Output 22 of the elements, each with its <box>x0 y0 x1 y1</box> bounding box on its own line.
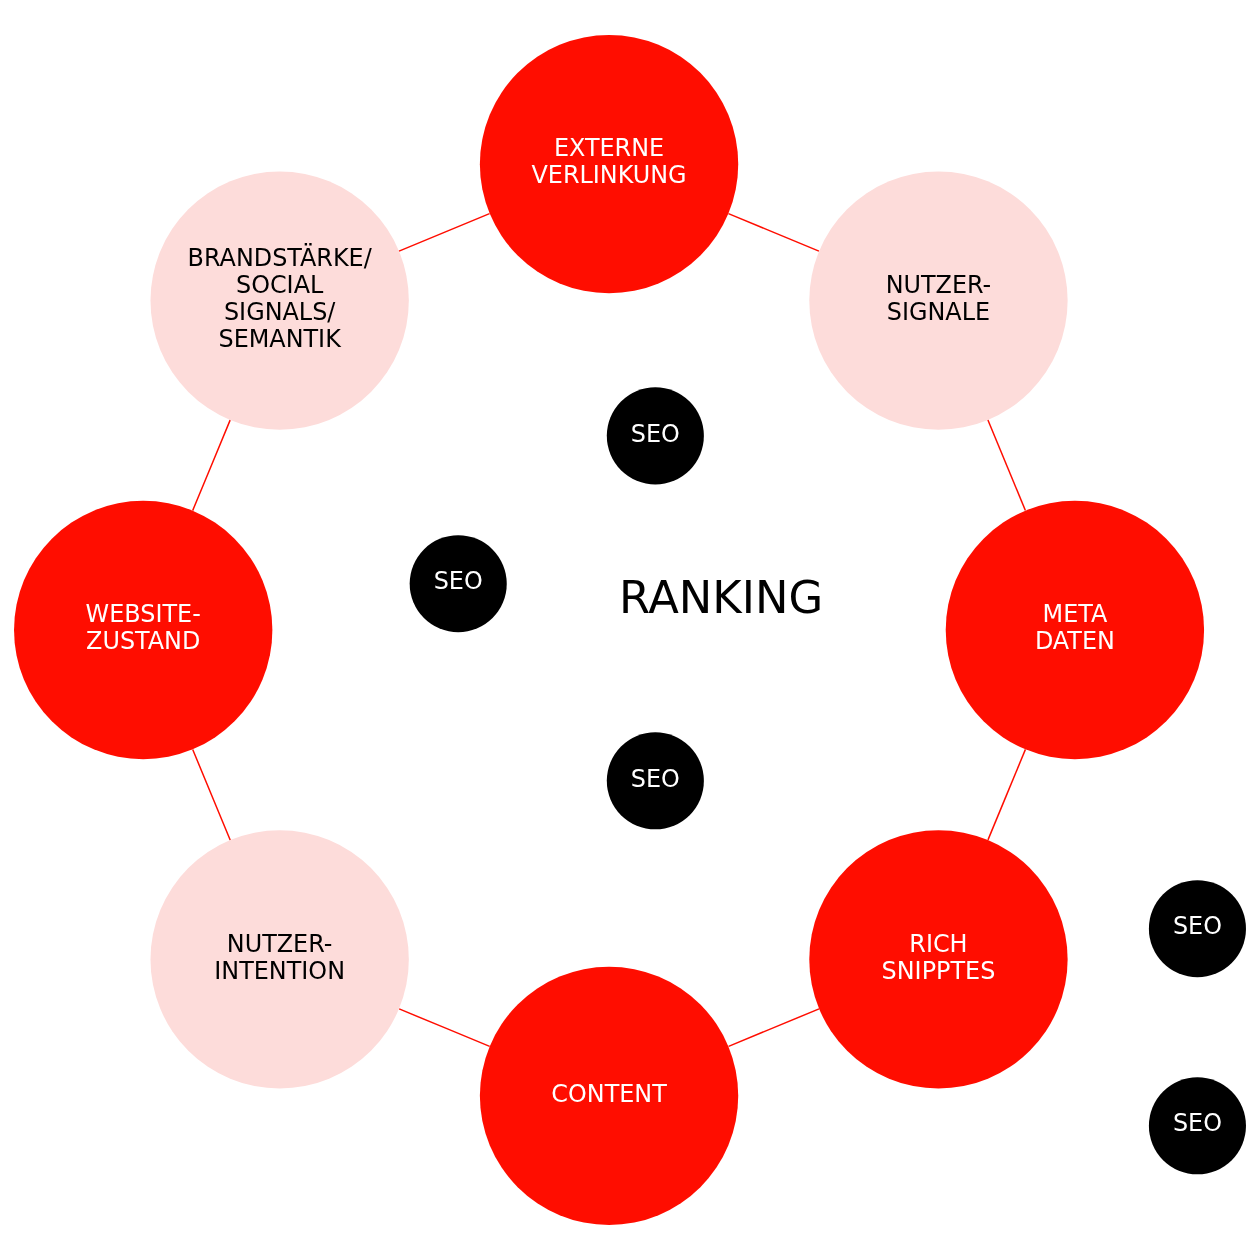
node-circle: SEO <box>1148 880 1246 978</box>
node-circle: BRANDSTÄRKE/ SOCIAL SIGNALS/ SEMANTIK <box>150 171 409 430</box>
node-circle: SEO <box>409 535 507 633</box>
node-circle: CONTENT <box>479 966 739 1226</box>
node-circle: EXTERNE VERLINKUNG <box>479 34 739 294</box>
connector <box>987 748 1027 841</box>
connector <box>398 1008 491 1048</box>
node-circle: SEO <box>606 732 704 830</box>
node-circle: WEBSITE- ZUSTAND <box>14 500 273 760</box>
node-circle: NUTZER- SIGNALE <box>809 171 1068 430</box>
connector <box>727 212 820 252</box>
node-circle: SEO <box>1148 1077 1246 1175</box>
node-circle: SEO <box>606 387 704 485</box>
connector <box>398 212 491 252</box>
node-circle: META DATEN <box>945 500 1205 760</box>
connector <box>987 419 1027 512</box>
node-circle: NUTZER- INTENTION <box>150 830 409 1089</box>
connector <box>727 1008 820 1048</box>
label: RANKING <box>618 570 824 624</box>
connector <box>191 748 231 841</box>
connector <box>191 419 231 512</box>
node-circle: RICH SNIPPTES <box>809 830 1068 1089</box>
